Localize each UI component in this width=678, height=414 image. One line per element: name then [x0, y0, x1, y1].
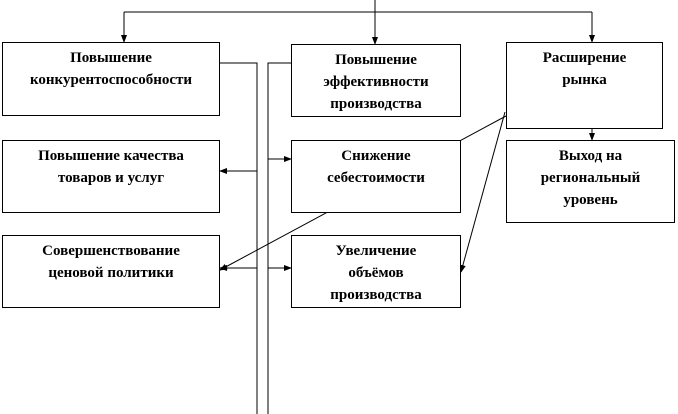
box-text: производства — [330, 287, 422, 303]
box-text: производства — [330, 96, 422, 112]
box-pricing: Совершенствование ценовой политики — [2, 235, 220, 308]
competitiveness-bus — [219, 62, 258, 414]
box-regional: Выход на региональный уровень — [506, 140, 675, 223]
box-text: эффективности — [323, 74, 429, 90]
box-text: объёмов — [348, 265, 404, 281]
box-text: Увеличение — [335, 243, 417, 259]
box-competitiveness: Повышение конкурентоспособности — [2, 42, 220, 116]
box-text: уровень — [563, 192, 618, 208]
box-text: Повышение качества — [38, 148, 184, 164]
box-text: ценовой политики — [48, 265, 174, 281]
box-quality: Повышение качества товаров и услуг — [2, 140, 220, 213]
box-text: рынка — [562, 72, 607, 88]
efficiency-bus — [267, 62, 291, 414]
box-efficiency: Повышение эффективности производства — [291, 44, 461, 117]
box-text: Снижение — [341, 148, 411, 164]
box-text: конкурентоспособности — [29, 72, 193, 88]
box-market: Расширение рынка — [506, 42, 663, 129]
box-text: Совершенствование — [42, 243, 180, 259]
arrow-market-to-volume — [459, 111, 506, 273]
box-cost: Снижение себестоимости — [291, 140, 461, 213]
box-text: Расширение — [542, 50, 627, 66]
box-text: товаров и услуг — [57, 170, 165, 186]
box-text: Повышение — [70, 50, 152, 66]
box-text: региональный — [540, 170, 641, 186]
box-text: Повышение — [335, 52, 417, 68]
box-text: Выход на — [558, 148, 623, 164]
box-volume: Увеличение объёмов производства — [291, 235, 461, 308]
box-text: себестоимости — [327, 170, 425, 186]
